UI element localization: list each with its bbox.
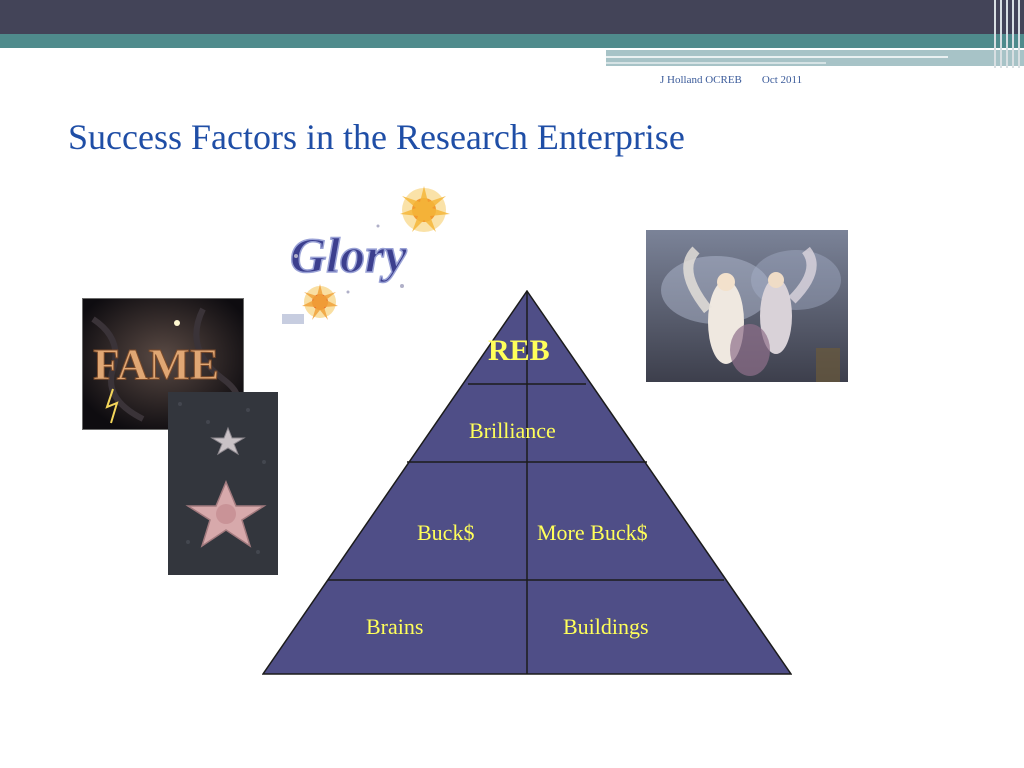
glory-image: Glory [282,186,454,328]
slide-title: Success Factors in the Research Enterpri… [68,117,685,157]
pyramid-tier3-right-label: More Buck$ [537,520,648,545]
firework-burst-top [400,186,450,232]
fame-word: FAME [93,340,219,389]
pyramid-tier4-right-label: Buildings [563,614,649,639]
header-dark-band [0,0,1024,34]
slide-date: Oct 2011 [761,74,803,86]
walk-of-fame-image [168,392,278,575]
angel-figure-right [760,278,792,354]
firework-burst-bottom [302,284,338,320]
glory-illustration: Glory [282,186,450,324]
header-accent-line [606,56,948,58]
pyramid-tier2-label: Brilliance [469,418,556,443]
header-white-line [606,48,1024,50]
slide-meta: J Holland OCREB Oct 2011 [660,74,830,88]
pyramid-apex-label: REB [488,334,550,367]
angels-illustration [646,230,848,382]
pyramid-tier3-left-label: Buck$ [417,520,475,545]
small-star-icon [210,426,246,456]
success-pyramid [262,290,792,675]
angels-painting-image [646,230,848,382]
header-teal-band [0,34,1024,48]
header-right-stripes [992,0,1024,68]
glory-word: Glory [290,227,407,283]
header-accent-line-2 [606,62,826,64]
slide-author: J Holland OCREB [660,74,742,86]
pyramid-tier4-left-label: Brains [366,614,424,639]
walk-of-fame-illustration [168,392,278,575]
